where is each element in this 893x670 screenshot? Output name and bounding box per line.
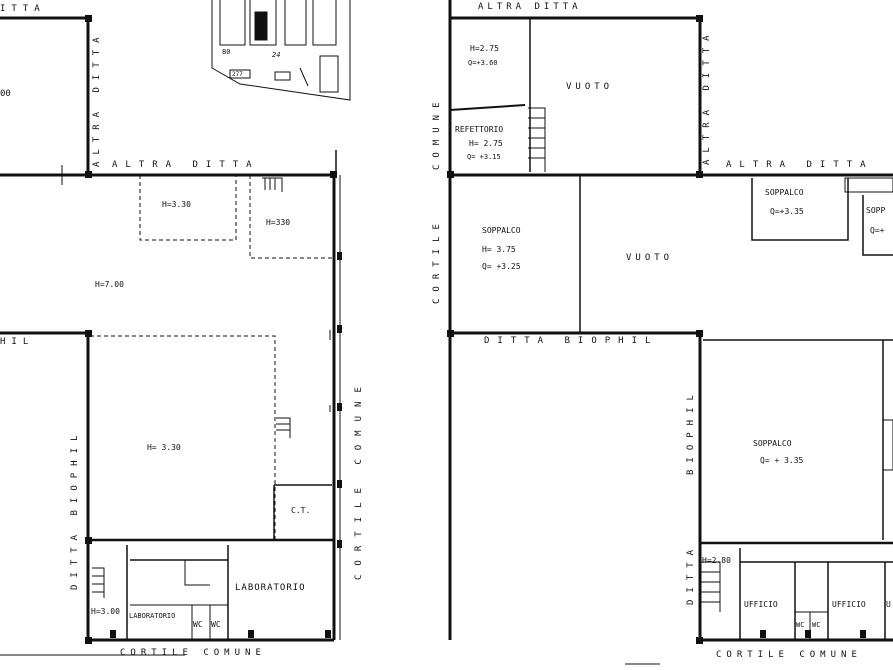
altra-ditta-top-label: ALTRA DITTA xyxy=(478,2,582,12)
cortile-comune-bottom-label: CORTILE COMUNE xyxy=(120,648,266,658)
height-375-label: H= 3.75 xyxy=(482,245,516,254)
comune-vertical-label: COMUNE xyxy=(432,95,442,170)
ufficio-label-3: U xyxy=(886,600,891,609)
q335-right-top-label: Q=+3.35 xyxy=(770,207,804,216)
altra-ditta-label: ALTRA DITTA xyxy=(112,160,260,170)
ditta-biophil-label: DITTA BIOPHIL xyxy=(484,336,659,346)
soppalco-left-label: SOPPALCO xyxy=(482,226,521,235)
cortile-comune-bottom-right-label: CORTILE COMUNE xyxy=(716,650,862,660)
room-height-label-a: H=3.30 xyxy=(162,200,191,209)
q325-label: Q= +3.25 xyxy=(482,262,521,271)
partial-height-label: 00 xyxy=(0,89,11,99)
vuoto-mid-label: VUOTO xyxy=(626,253,674,263)
cortile-comune-vertical-label: CORTILE COMUNE xyxy=(354,378,364,580)
height-300-label: H=3.00 xyxy=(91,607,120,616)
ufficio-label-2: UFFICIO xyxy=(832,600,866,609)
top-edge-label: ITTA xyxy=(0,4,46,14)
site-label-80: 80 xyxy=(222,48,231,56)
q335-big-label: Q= + 3.35 xyxy=(760,456,804,465)
ct-label: C.T. xyxy=(291,506,311,515)
q315-label: Q= +3.15 xyxy=(467,153,501,161)
wc-label-b: WC xyxy=(812,621,821,629)
height-275-ref-label: H= 2.75 xyxy=(469,139,503,148)
room-height-label-b: H=330 xyxy=(266,218,291,227)
wc-label-a: WC xyxy=(796,621,805,629)
site-key-plan xyxy=(211,0,351,101)
laboratorio-label: LABORATORIO xyxy=(235,583,306,593)
vuoto-top-label: VUOTO xyxy=(566,82,614,92)
height-280-label: H=2.80 xyxy=(702,556,731,565)
q-edge-label: Q=+ xyxy=(870,226,885,235)
main-height-label: H=7.00 xyxy=(95,280,124,289)
columns xyxy=(85,15,866,644)
altra-ditta-vertical-label: ALTRA DITTA xyxy=(92,30,102,167)
refettorio-label: REFETTORIO xyxy=(455,125,504,134)
wc-label-2: WC xyxy=(211,620,221,629)
cortile-vertical-label: CORTILE xyxy=(432,217,442,304)
site-label-24: 24 xyxy=(272,51,281,59)
soppalco-edge-label: SOPP xyxy=(866,206,886,215)
altra-ditta-mid-label: ALTRA DITTA xyxy=(726,160,874,170)
height-275-top-label: H=2.75 xyxy=(470,44,499,53)
ditta-biophil-vertical-label: DITTA BIOPHIL xyxy=(70,428,80,590)
hil-label: HIL xyxy=(0,337,35,347)
inner-height-label: H= 3.30 xyxy=(147,443,181,452)
soppalco-big-label: SOPPALCO xyxy=(753,439,792,448)
laboratorio-small-label: LABORATORIO xyxy=(129,612,176,620)
biophil-vertical-label: BIOPHIL xyxy=(686,388,696,475)
altra-ditta-vertical-label-right: ALTRA DITTA xyxy=(702,28,712,165)
site-label-277: 277 xyxy=(232,71,243,78)
right-plan-walls xyxy=(448,0,893,665)
wc-label-1: WC xyxy=(193,620,203,629)
left-plan-walls xyxy=(0,16,341,656)
ditta-vertical-label: DITTA xyxy=(686,542,696,605)
ufficio-label-1: UFFICIO xyxy=(744,600,778,609)
q360-label: Q=+3.60 xyxy=(468,59,498,67)
soppalco-right-top-label: SOPPALCO xyxy=(765,188,804,197)
